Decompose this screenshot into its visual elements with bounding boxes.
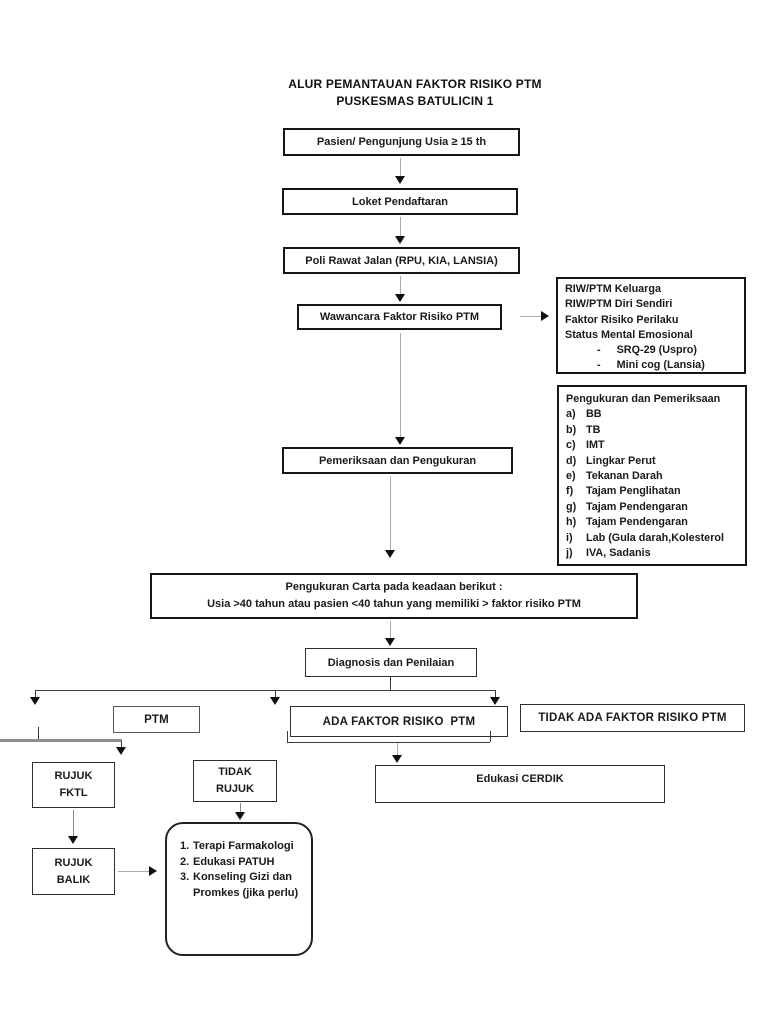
connector-line xyxy=(400,217,401,237)
page-title-line2: PUSKESMAS BATULICIN 1 xyxy=(336,93,494,108)
branch-line xyxy=(35,690,496,691)
node-loket-label: Loket Pendaftaran xyxy=(352,195,448,208)
pengukuran-item: e)Tekanan Darah xyxy=(566,470,663,483)
node-ptm-label: PTM xyxy=(144,713,169,726)
node-tidak-ada-faktor-risiko-label: TIDAK ADA FAKTOR RISIKO PTM xyxy=(538,712,727,724)
node-carta-line2: Usia >40 tahun atau pasien <40 tahun yan… xyxy=(207,598,581,610)
arrow-down-icon xyxy=(67,836,78,844)
pengukuran-item: d)Lingkar Perut xyxy=(566,454,656,467)
pengukuran-item: b)TB xyxy=(566,423,601,436)
connector-line xyxy=(400,333,401,437)
arrow-right-icon xyxy=(149,865,157,876)
page-title: ALUR PEMANTAUAN FAKTOR RISIKO PTM PUSKES… xyxy=(150,76,680,109)
node-ada-faktor-risiko-label: ADA FAKTOR RISIKO PTM xyxy=(322,715,476,728)
node-diagnosis: Diagnosis dan Penilaian xyxy=(305,648,477,677)
riw-line: RIW/PTM Keluarga xyxy=(565,283,661,295)
connector-line xyxy=(73,810,74,836)
page-title-line1: ALUR PEMANTAUAN FAKTOR RISIKO PTM xyxy=(288,77,542,91)
pengukuran-item: i)Lab (Gula darah,Kolesterol xyxy=(566,531,724,544)
node-ada-faktor-risiko: ADA FAKTOR RISIKO PTM xyxy=(290,706,508,737)
connector-line xyxy=(275,690,276,698)
node-pasien: Pasien/ Pengunjung Usia ≥ 15 th xyxy=(283,128,520,156)
node-rujuk-fktl-line2: FKTL xyxy=(59,787,88,799)
node-diagnosis-label: Diagnosis dan Penilaian xyxy=(327,656,455,669)
node-pemeriksaan-label: Pemeriksaan dan Pengukuran xyxy=(318,454,477,467)
connector-line xyxy=(390,677,391,691)
pengukuran-item: j)IVA, Sadanis xyxy=(566,547,651,560)
arrow-down-icon xyxy=(394,236,405,244)
arrow-right-icon xyxy=(541,310,549,321)
terapi-item: 3. Konseling Gizi dan Promkes (jika perl… xyxy=(180,871,299,899)
arrow-down-icon xyxy=(269,697,280,705)
node-tidak-rujuk: TIDAK RUJUK xyxy=(193,760,277,802)
node-edukasi-cerdik-label: Edukasi CERDIK xyxy=(476,773,564,785)
arrow-down-icon xyxy=(29,697,40,705)
node-poli: Poli Rawat Jalan (RPU, KIA, LANSIA) xyxy=(283,247,520,274)
arrow-down-icon xyxy=(115,747,126,755)
node-wawancara: Wawancara Faktor Risiko PTM xyxy=(297,304,502,330)
arrow-down-icon xyxy=(391,755,402,763)
arrow-down-icon xyxy=(384,550,395,558)
note-pengukuran: Pengukuran dan Pemeriksaan a)BB b)TB c)I… xyxy=(557,385,747,566)
connector-line xyxy=(390,476,391,550)
node-rujuk-balik-line2: BALIK xyxy=(56,873,91,886)
node-wawancara-label: Wawancara Faktor Risiko PTM xyxy=(319,311,480,323)
connector-line xyxy=(397,743,398,756)
riw-line: RIW/PTM Diri Sendiri xyxy=(565,298,673,311)
bracket-line xyxy=(287,742,490,743)
connector-line xyxy=(520,316,541,317)
note-riwayat: RIW/PTM Keluarga RIW/PTM Diri Sendiri Fa… xyxy=(556,277,746,374)
riw-dash-item: - Mini cog (Lansia) xyxy=(565,358,737,373)
node-loket: Loket Pendaftaran xyxy=(282,188,518,215)
connector-line xyxy=(390,621,391,638)
pengukuran-item: g)Tajam Pendengaran xyxy=(566,500,688,513)
terapi-item: 1. Terapi Farmakologi xyxy=(180,840,294,852)
node-edukasi-cerdik: Edukasi CERDIK xyxy=(375,765,665,803)
node-pemeriksaan: Pemeriksaan dan Pengukuran xyxy=(282,447,513,474)
pengukuran-item: c)IMT xyxy=(566,439,605,452)
node-tidak-rujuk-line2: RUJUK xyxy=(216,783,254,795)
bracket-tick xyxy=(287,731,288,742)
node-tidak-rujuk-line1: TIDAK xyxy=(218,766,252,778)
arrow-down-icon xyxy=(384,638,395,646)
connector-line xyxy=(35,690,36,698)
connector-line xyxy=(495,690,496,698)
riw-dash-item: - SRQ-29 (Uspro) xyxy=(565,343,737,358)
connector-line xyxy=(400,276,401,295)
pengukuran-item: a)BB xyxy=(566,408,602,421)
arrow-down-icon xyxy=(394,437,405,445)
arrow-down-icon xyxy=(234,812,245,820)
node-rujuk-fktl-line1: RUJUK xyxy=(54,770,93,782)
bracket-tick xyxy=(490,731,491,742)
node-rujuk-fktl: RUJUK FKTL xyxy=(32,762,115,808)
node-rujuk-balik-line1: RUJUK xyxy=(54,856,93,869)
connector-line xyxy=(0,739,122,742)
riw-dash-item-label: Mini cog (Lansia) xyxy=(616,359,705,372)
arrow-down-icon xyxy=(394,294,405,302)
riw-dash-item-label: SRQ-29 (Uspro) xyxy=(616,344,697,357)
pengukuran-item: h)Tajam Pendengaran xyxy=(566,516,688,529)
node-carta-line1: Pengukuran Carta pada keadaan berikut : xyxy=(285,581,503,593)
connector-line xyxy=(400,158,401,177)
connector-line xyxy=(121,741,122,747)
connector-line xyxy=(240,803,241,813)
node-poli-label: Poli Rawat Jalan (RPU, KIA, LANSIA) xyxy=(305,254,498,267)
riw-line: Faktor Risiko Perilaku xyxy=(565,313,679,326)
pengukuran-item: f)Tajam Penglihatan xyxy=(566,485,681,498)
arrow-down-icon xyxy=(489,697,500,705)
note-pengukuran-title: Pengukuran dan Pemeriksaan xyxy=(566,393,721,405)
node-ptm: PTM xyxy=(113,706,200,733)
connector-line xyxy=(38,727,39,741)
riw-line: Status Mental Emosional xyxy=(565,328,693,341)
node-pasien-label: Pasien/ Pengunjung Usia ≥ 15 th xyxy=(316,136,487,148)
terapi-item: 2. Edukasi PATUH xyxy=(180,855,275,868)
node-rujuk-balik: RUJUK BALIK xyxy=(32,848,115,895)
node-tidak-ada-faktor-risiko: TIDAK ADA FAKTOR RISIKO PTM xyxy=(520,704,745,732)
arrow-down-icon xyxy=(394,176,405,184)
connector-line xyxy=(118,871,149,872)
node-carta: Pengukuran Carta pada keadaan berikut : … xyxy=(150,573,638,619)
node-terapi-list: 1. Terapi Farmakologi 2. Edukasi PATUH 3… xyxy=(165,822,313,956)
